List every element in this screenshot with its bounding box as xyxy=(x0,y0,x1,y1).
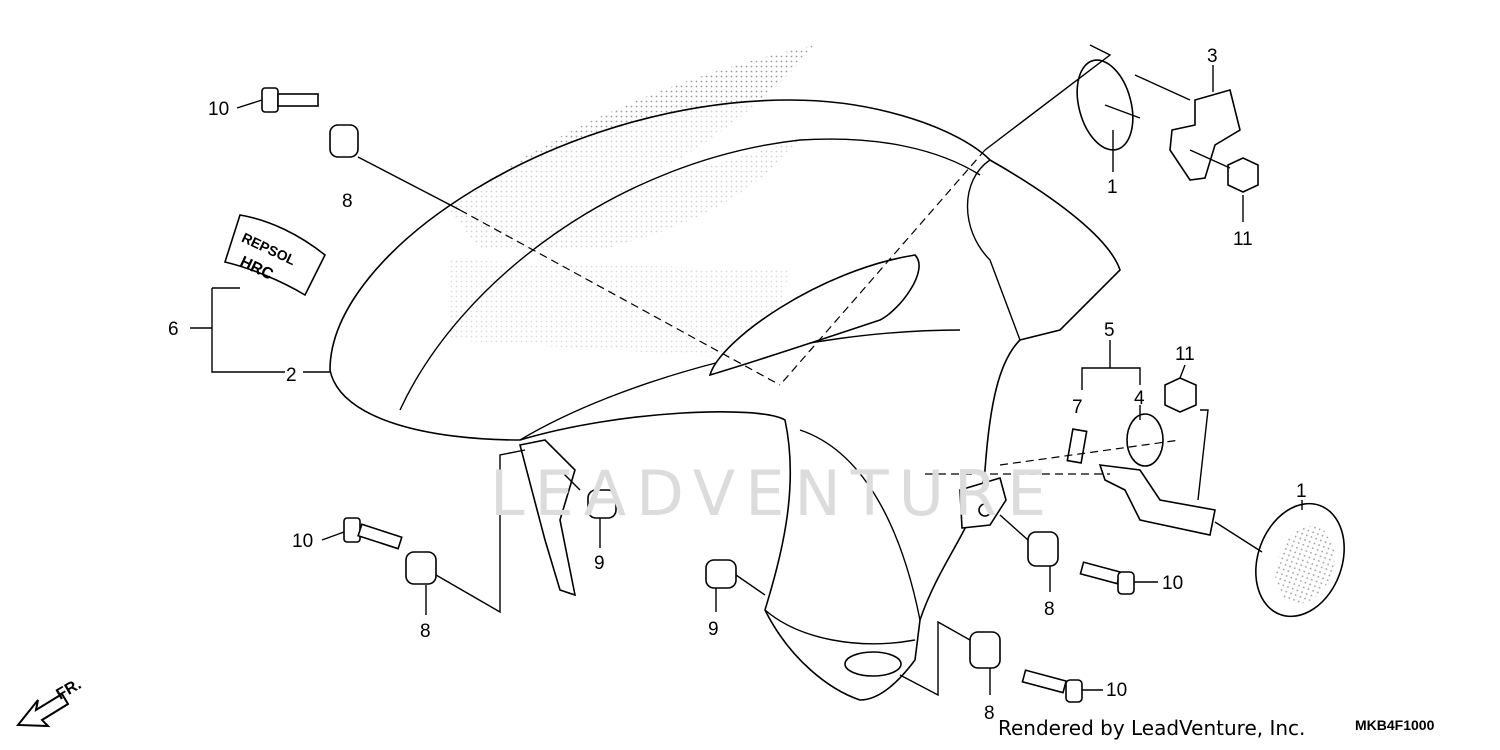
front-fender xyxy=(329,99,1121,701)
diagram-code: MKB4F1000 xyxy=(1355,717,1435,733)
reflector-top xyxy=(1076,59,1141,151)
callout-10: 10 xyxy=(1162,573,1183,594)
callout-11: 11 xyxy=(1175,344,1195,365)
reflector-collar xyxy=(1126,413,1164,467)
callout-9: 9 xyxy=(594,553,605,574)
callout-1: 1 xyxy=(1296,481,1307,502)
callout-10: 10 xyxy=(208,99,229,120)
callouts: 10 8 6 2 3 1 11 5 11 7 4 1 10 9 8 9 8 10… xyxy=(168,46,1307,724)
render-credit: Rendered by LeadVenture, Inc. xyxy=(998,716,1306,740)
callout-1: 1 xyxy=(1107,177,1118,198)
callout-8: 8 xyxy=(984,703,995,724)
watermark: LEADVENTURE xyxy=(490,457,1056,530)
callout-9: 9 xyxy=(708,619,719,640)
repsol-decal: REPSOL HRC xyxy=(223,214,327,297)
callout-10: 10 xyxy=(292,531,313,552)
callout-8: 8 xyxy=(1044,599,1055,620)
callout-8: 8 xyxy=(342,191,353,212)
callout-10: 10 xyxy=(1106,680,1127,701)
callout-8: 8 xyxy=(420,621,431,642)
front-direction-arrow: FR. xyxy=(15,676,84,728)
hardware xyxy=(261,87,1259,703)
callout-4: 4 xyxy=(1134,388,1145,409)
fender-stay-left xyxy=(519,439,577,597)
reflector-bracket-top xyxy=(1169,89,1241,181)
callout-6: 6 xyxy=(168,319,179,340)
callout-7: 7 xyxy=(1072,397,1083,418)
callout-5: 5 xyxy=(1104,320,1115,341)
reflector-right xyxy=(1255,502,1345,618)
reflector-bracket-right xyxy=(1098,464,1216,536)
callout-11: 11 xyxy=(1233,229,1253,250)
callout-2: 2 xyxy=(286,365,297,386)
callout-3: 3 xyxy=(1207,46,1218,67)
leader-lines xyxy=(190,44,1303,697)
